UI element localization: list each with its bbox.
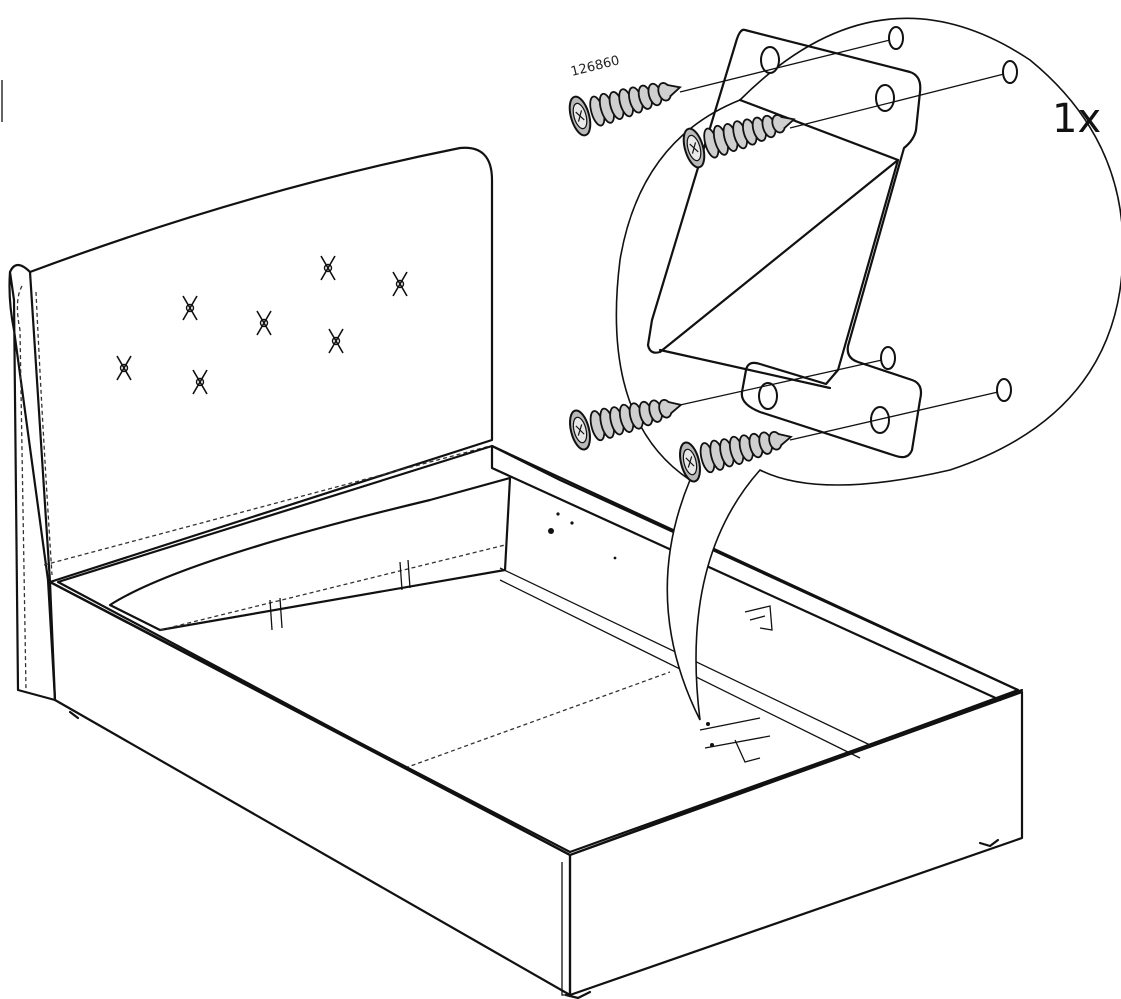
bed-frame — [8, 146, 1024, 999]
foot-rail — [568, 690, 1024, 997]
tufting-buttons — [116, 255, 408, 395]
storage-interior — [56, 444, 1020, 857]
side-rail — [48, 580, 572, 997]
detail-callout: 126860 1x — [564, 17, 1121, 721]
headboard — [28, 146, 494, 584]
part-number-label: 126860 — [569, 53, 621, 80]
quantity-label: 1x — [1052, 96, 1101, 142]
